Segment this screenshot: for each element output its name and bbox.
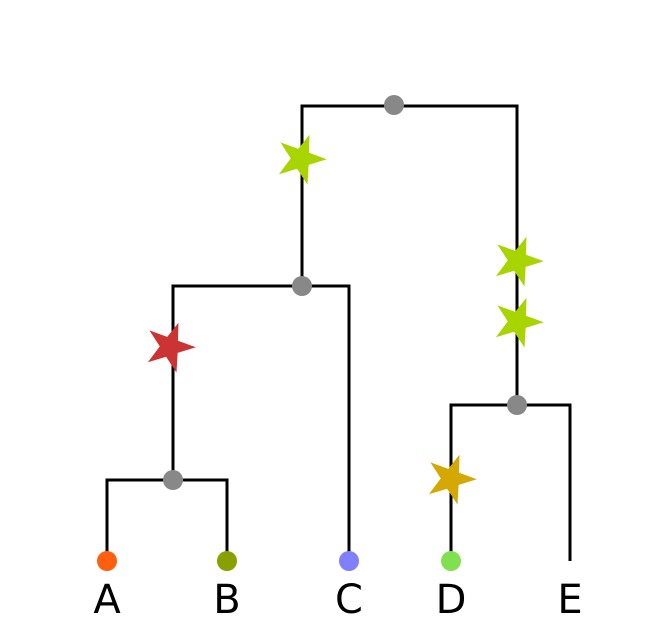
leaf-label-a: A	[93, 577, 121, 623]
internal-node-root	[384, 95, 404, 115]
internal-node-abc	[292, 276, 312, 296]
internal-node-de	[507, 395, 527, 415]
leaf-node-a	[97, 551, 117, 571]
leaf-label-d: D	[435, 577, 467, 623]
leaf-label-e: E	[557, 577, 583, 623]
de-edge	[449, 403, 572, 561]
internal-node-ab	[163, 470, 183, 490]
abc-edge	[171, 284, 351, 561]
ab-edge	[105, 478, 229, 561]
leaf-node-b	[217, 551, 237, 571]
event-star-icon	[138, 314, 202, 376]
root-edge	[300, 104, 519, 405]
leaf-node-d	[441, 551, 461, 571]
leaf-label-c: C	[335, 577, 363, 623]
leaf-label-b: B	[213, 577, 241, 623]
leaf-node-c	[339, 551, 359, 571]
